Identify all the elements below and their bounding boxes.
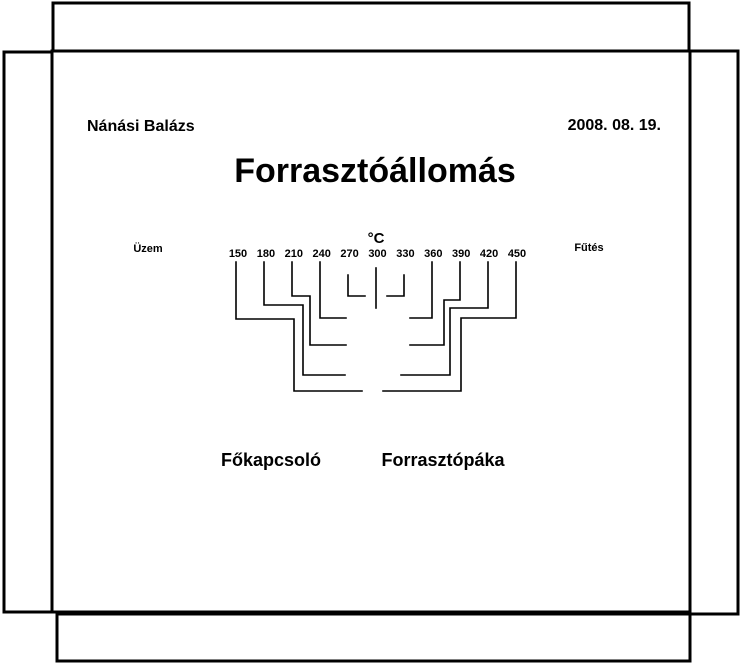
leader-line-270: [347, 274, 366, 297]
soldering-iron-label: Forrasztópáka: [381, 450, 505, 470]
scale-value-360: 360: [424, 248, 442, 260]
scale-value-390: 390: [452, 248, 470, 260]
leader-line-240: [319, 261, 347, 319]
scale-value-450: 450: [508, 248, 526, 260]
scale-value-270: 270: [340, 248, 358, 260]
scale-value-180: 180: [257, 248, 275, 260]
scale-value-420: 420: [480, 248, 498, 260]
front-face: [50, 49, 692, 614]
left-flap: [2, 50, 54, 614]
top-flap: [51, 1, 691, 53]
date: 2008. 08. 19.: [568, 117, 661, 134]
scale-value-210: 210: [285, 248, 303, 260]
heating-indicator-label: Fűtés: [574, 242, 603, 254]
main-switch-label: Főkapcsoló: [221, 450, 321, 470]
leader-line-330: [386, 274, 405, 297]
temperature-unit: °C: [368, 230, 385, 247]
right-flap: [688, 49, 740, 616]
scale-value-300: 300: [368, 248, 386, 260]
leader-line-390: [409, 261, 461, 346]
page-title: Forrasztóállomás: [234, 152, 516, 190]
temperature-scale: 150 180 210 240 270 300 330 360 390 420 450: [229, 248, 526, 260]
leader-line-360: [409, 261, 433, 319]
leader-line-210: [291, 261, 347, 346]
dial-leader-lines: [235, 261, 517, 392]
scale-value-330: 330: [396, 248, 414, 260]
leader-line-420: [400, 261, 489, 376]
leader-line-180: [263, 261, 346, 376]
leader-line-450: [382, 261, 517, 392]
leader-line-150: [235, 261, 363, 392]
scale-value-240: 240: [313, 248, 331, 260]
author-name: Nánási Balázs: [87, 118, 195, 135]
scale-value-150: 150: [229, 248, 247, 260]
bottom-flap: [55, 612, 692, 663]
power-indicator-label: Üzem: [133, 242, 163, 255]
